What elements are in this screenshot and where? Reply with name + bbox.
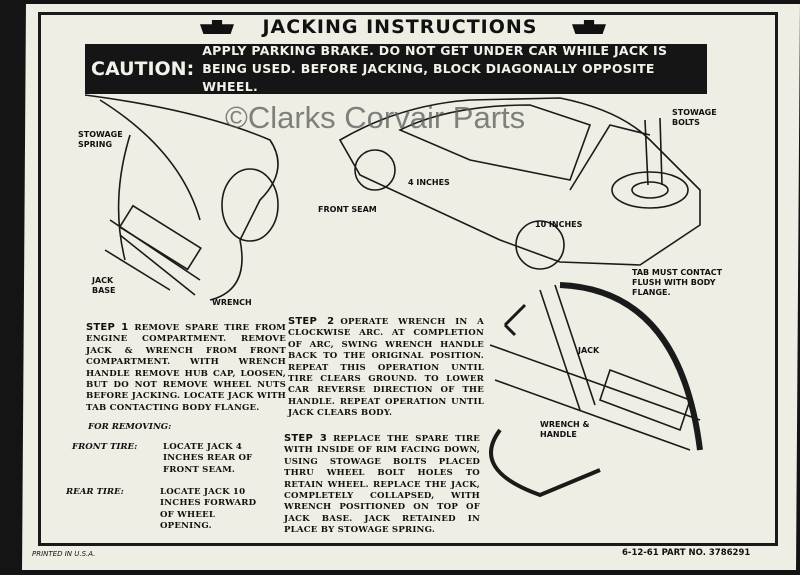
step-3-text: REPLACE THE SPARE TIRE WITH INSIDE OF RI…	[284, 434, 480, 536]
front-tire-text: LOCATE JACK 4 INCHES REAR OF FRONT SEAM.	[163, 442, 253, 475]
caution-label: CAUTION:	[91, 58, 195, 80]
rear-tire-label: REAR TIRE:	[66, 487, 124, 497]
rear-tire-text: LOCATE JACK 10 INCHES FORWARD OF WHEEL O…	[160, 487, 257, 532]
step-1-text: REMOVE SPARE TIRE FROM ENGINE COMPARTMEN…	[86, 323, 287, 413]
label-wrench-handle: WRENCH & HANDLE	[540, 420, 590, 439]
label-jack: JACK	[578, 346, 600, 355]
caution-banner: CAUTION: APPLY PARKING BRAKE. DO NOT GET…	[85, 43, 707, 94]
step-3-heading: STEP 3	[284, 433, 328, 444]
part-number: 6-12-61 PART NO. 3786291	[622, 548, 751, 558]
car-illustration	[338, 97, 701, 270]
step-2-text: OPERATE WRENCH IN A CLOCKWISE ARC. AT CO…	[288, 317, 485, 419]
decal-border	[38, 12, 778, 546]
page-title: JACKING INSTRUCTIONS	[262, 16, 538, 38]
step-1-heading: STEP 1	[86, 322, 129, 333]
label-stowage-bolts: STOWAGE BOLTS	[672, 108, 717, 127]
label-stowage-spring: STOWAGE SPRING	[78, 130, 123, 149]
front-tire-label: FRONT TIRE:	[72, 442, 138, 452]
label-wrench: WRENCH	[212, 298, 252, 307]
label-10-inches: 10 INCHES	[535, 220, 583, 229]
for-removing-heading: FOR REMOVING:	[88, 422, 172, 432]
printed-in-usa: PRINTED IN U.S.A.	[32, 550, 96, 558]
jack-detail-illustration	[489, 282, 703, 498]
label-tab: TAB MUST CONTACT FLUSH WITH BODY FLANGE.	[632, 268, 723, 297]
label-jack-base: JACK BASE	[92, 276, 116, 295]
caution-text: APPLY PARKING BRAKE. DO NOT GET UNDER CA…	[202, 43, 668, 94]
watermark: ©Clarks Corvair Parts	[225, 100, 526, 135]
step-2-heading: STEP 2	[288, 316, 335, 327]
label-4-inches: 4 INCHES	[408, 178, 450, 187]
label-front-seam: FRONT SEAM	[318, 205, 377, 214]
front-compartment-illustration	[84, 94, 279, 301]
